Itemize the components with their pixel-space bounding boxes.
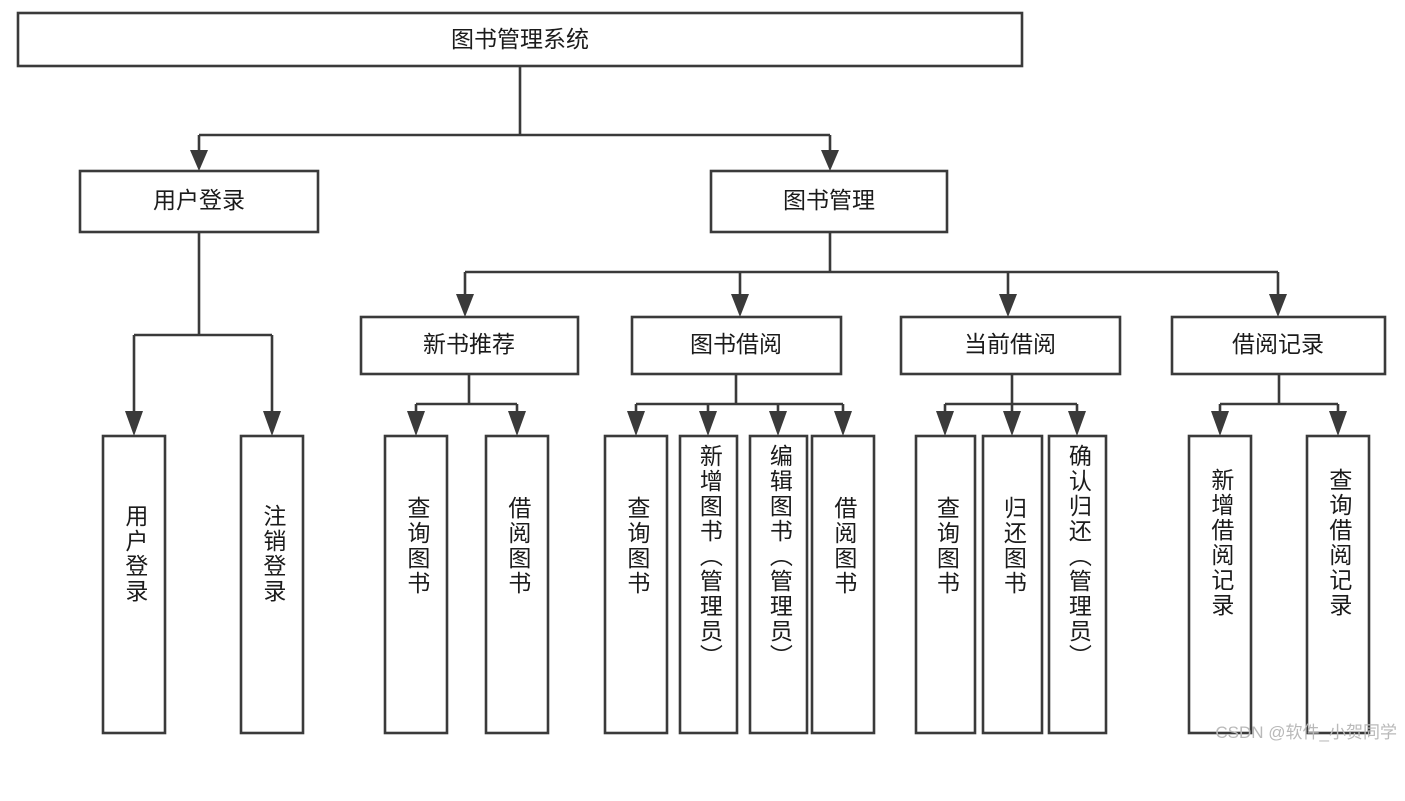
node-book-borrow-box[interactable] xyxy=(630,315,843,376)
leaf-box-current-query[interactable] xyxy=(914,434,977,735)
leaf-box-newbook-borrow[interactable] xyxy=(484,434,550,735)
arrow-leaf-borrow-add xyxy=(699,411,717,436)
arrow-leaf-borrow-query xyxy=(627,411,645,436)
csdn-watermark: CSDN @软件_小贺同学 xyxy=(1215,723,1397,742)
arrow-to-book-mgmt xyxy=(821,150,839,171)
node-current-borrow-label: 当前借阅 xyxy=(964,331,1056,357)
arrow-to-new-book-rec xyxy=(456,294,474,317)
node-book-borrow-label: 图书借阅 xyxy=(690,331,782,357)
arrow-leaf-user-login xyxy=(125,411,143,436)
leaf-box-borrow-edit[interactable] xyxy=(748,434,809,735)
node-new-book-rec-box[interactable] xyxy=(359,315,580,376)
node-current-borrow-box[interactable] xyxy=(899,315,1122,376)
node-user-login-box[interactable] xyxy=(78,169,320,234)
arrow-leaf-record-add xyxy=(1211,411,1229,436)
arrow-leaf-current-query xyxy=(936,411,954,436)
node-layer: 图书管理系统 用户登录 图书管理 新书推荐 图书借阅 当前借阅 借阅记录 xyxy=(16,11,1387,735)
leaf-box-borrow-add[interactable] xyxy=(678,434,739,735)
leaf-box-current-return[interactable] xyxy=(981,434,1044,735)
arrow-leaf-borrow-borrow xyxy=(834,411,852,436)
leaf-box-borrow-query[interactable] xyxy=(603,434,669,735)
leaf-box-record-query[interactable] xyxy=(1305,434,1371,735)
diagram-canvas: 图书管理系统 用户登录 图书管理 新书推荐 图书借阅 当前借阅 借阅记录 xyxy=(16,11,1387,735)
arrow-to-user-login xyxy=(190,150,208,171)
arrow-leaf-newbook-query xyxy=(407,411,425,436)
arrow-leaf-record-query xyxy=(1329,411,1347,436)
arrow-leaf-newbook-borrow xyxy=(508,411,526,436)
node-borrow-record-label: 借阅记录 xyxy=(1232,331,1324,357)
arrow-leaf-current-return xyxy=(1003,411,1021,436)
leaf-box-borrow-borrow[interactable] xyxy=(810,434,876,735)
node-root-box[interactable] xyxy=(16,11,1024,68)
arrow-to-current-borrow xyxy=(999,294,1017,317)
arrow-to-borrow-record xyxy=(1269,294,1287,317)
node-borrow-record-box[interactable] xyxy=(1170,315,1387,376)
node-new-book-rec-label: 新书推荐 xyxy=(423,331,515,357)
node-book-mgmt-box[interactable] xyxy=(709,169,949,234)
arrow-leaf-borrow-edit xyxy=(769,411,787,436)
node-user-login-label: 用户登录 xyxy=(153,187,245,213)
node-book-mgmt-label: 图书管理 xyxy=(783,187,875,213)
leaf-box-user-login[interactable] xyxy=(101,434,167,735)
leaf-box-newbook-query[interactable] xyxy=(383,434,449,735)
arrow-leaf-logout xyxy=(263,411,281,436)
arrow-to-book-borrow xyxy=(731,294,749,317)
arrow-leaf-current-confirm xyxy=(1068,411,1086,436)
connector-layer xyxy=(125,66,1347,436)
flowchart-diagram: 图书管理系统 用户登录 图书管理 新书推荐 图书借阅 当前借阅 借阅记录 xyxy=(16,11,1397,742)
leaf-box-current-confirm[interactable] xyxy=(1047,434,1108,735)
node-root-label: 图书管理系统 xyxy=(451,26,589,52)
leaf-box-logout[interactable] xyxy=(239,434,305,735)
leaf-box-record-add[interactable] xyxy=(1187,434,1253,735)
